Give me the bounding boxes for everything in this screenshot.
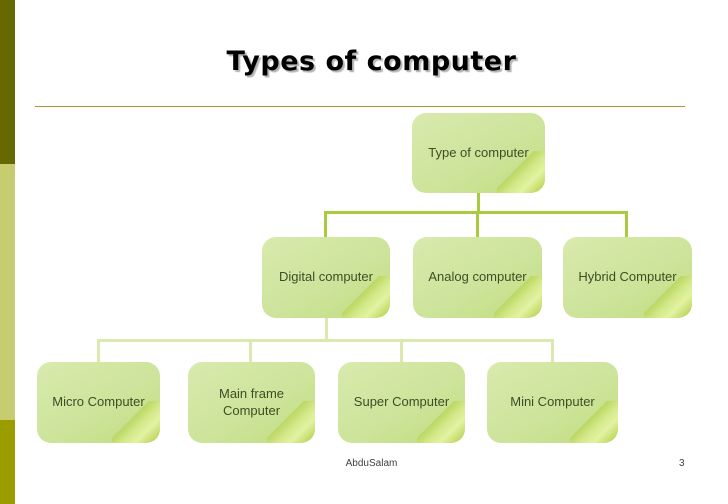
node-label: Micro Computer	[52, 394, 145, 410]
title-underline	[35, 106, 685, 107]
node-mini-computer: Mini Computer	[487, 362, 618, 443]
left-accent-bar-top	[0, 0, 15, 164]
node-label: Mini Computer	[510, 394, 595, 410]
connector-level2-hline	[97, 339, 554, 342]
connector-drop-mini	[551, 339, 554, 362]
node-super-computer: Super Computer	[338, 362, 465, 443]
left-accent-bar-middle	[0, 164, 15, 420]
slide-title: Types of computer	[226, 46, 517, 77]
footer-page-number: 3	[679, 458, 685, 469]
node-analog-computer: Analog computer	[413, 237, 542, 318]
connector-digital-stem	[325, 318, 328, 341]
node-type-of-computer: Type of computer	[412, 113, 545, 193]
node-hybrid-computer: Hybrid Computer	[563, 237, 692, 318]
node-micro-computer: Micro Computer	[37, 362, 160, 443]
node-label: Hybrid Computer	[578, 269, 677, 285]
node-label: Type of computer	[428, 144, 529, 160]
node-label: Super Computer	[353, 394, 450, 410]
node-digital-computer: Digital computer	[262, 237, 390, 318]
connector-drop-mainframe	[249, 339, 252, 362]
connector-root-stem	[477, 193, 480, 213]
connector-drop-analog	[476, 211, 479, 237]
connector-drop-hybrid	[625, 211, 628, 237]
node-label: Digital computer	[279, 269, 373, 285]
node-main-frame-computer: Main frame Computer	[188, 362, 315, 443]
left-accent-bar-bottom	[0, 420, 15, 504]
connector-drop-micro	[97, 339, 100, 362]
footer-author: AbduSalam	[345, 458, 398, 469]
node-label: Main frame Computer	[218, 386, 285, 418]
connector-drop-digital	[324, 211, 327, 237]
node-label: Analog computer	[428, 269, 527, 285]
connector-drop-super	[400, 339, 403, 362]
